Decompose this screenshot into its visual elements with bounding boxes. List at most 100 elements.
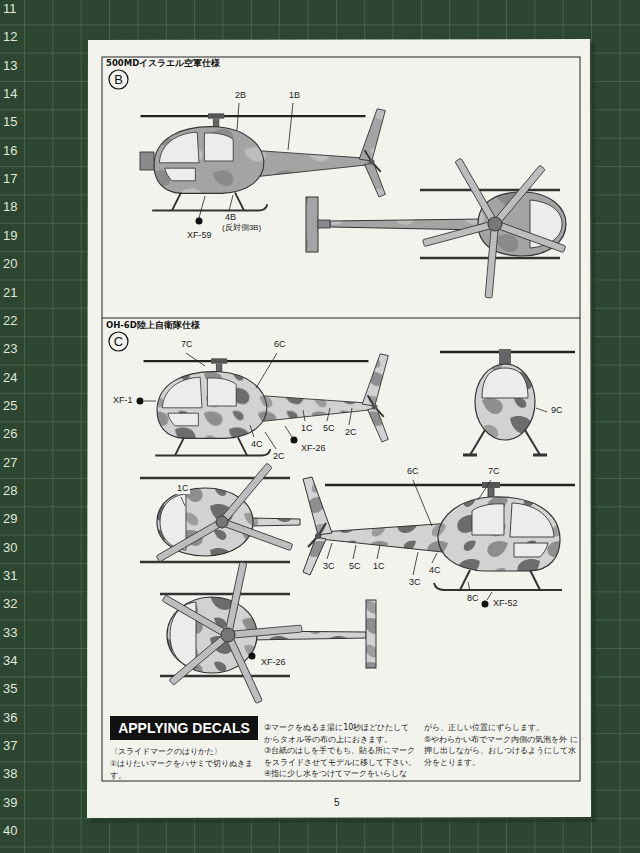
rotor-blade [423,222,492,247]
leader-line [413,480,432,526]
leader-line [327,408,330,421]
paint-code: XF-26 [260,658,287,668]
ruler-number: 26 [3,427,17,441]
circle-outline [109,332,128,351]
callout-number: 8C [466,594,480,604]
ruler-number: 20 [3,257,17,271]
box-heading: APPLYING DECALS [118,721,250,735]
ruler-number: 15 [3,115,17,129]
ruler-number: 34 [3,654,17,668]
leader-line [303,410,305,421]
paint-code: XF-26 [300,444,327,454]
instruction-sheet [87,39,591,818]
ruler-number: 14 [3,87,17,101]
instruction-text: ②マークをぬるま湯に10秒ほどひたして からタオル等の布の上におきます。 [264,722,418,745]
ruler-number: 30 [3,541,17,555]
rotor-hub [221,628,235,642]
callout-number: 2C [344,428,358,438]
circle-outline [109,70,128,89]
leader-line [250,425,254,437]
paint-code: XF-1 [112,396,134,406]
skid-strut [470,430,540,455]
rotor-blade [225,520,293,551]
leader-line [377,545,380,559]
section-letter: B [114,73,123,86]
nose-sensor [140,152,154,170]
ruler-number: 17 [3,172,17,186]
rotor-blade [485,228,498,298]
callout-note: (反対側3B) [221,224,262,233]
paint-dot [291,437,298,444]
ruler-number: 19 [3,229,17,243]
ruler-number: 31 [3,569,17,583]
ruler-number: 22 [3,314,17,328]
leader-line [256,353,277,388]
callout-number: 9C [550,406,564,416]
rotor-hub [216,516,228,528]
section-circle: C [108,331,129,352]
rotor-blade [222,463,272,521]
leader-line [478,480,491,500]
ruler-number: 38 [3,767,17,781]
ruler-number: 32 [3,597,17,611]
ruler-number: 21 [3,286,17,300]
callout-number: 4C [428,566,442,576]
helicopter-bottom-view-c [160,562,376,704]
leader-lines [144,103,547,600]
ruler-number: 13 [3,59,17,73]
ruler-number: 18 [3,200,17,214]
helicopter-side-view-c-right [303,477,575,590]
tail-boom [250,518,300,526]
rotor-blade [227,637,263,703]
helicopter-front-view-c [440,349,575,455]
leader-line [413,552,418,575]
leader-line [288,103,293,150]
leader-line [199,196,205,218]
leader-line [468,582,470,591]
callout-number: 1C [176,484,190,494]
section-divider [102,318,580,319]
leader-line [536,408,547,412]
callout-number: 5C [322,424,336,434]
leader-line [353,545,356,559]
rotor-blade [232,625,302,638]
callout-number: 2C [272,452,286,462]
rotor-mast [499,349,511,365]
skid [463,454,547,457]
ruler-number: 11 [3,2,17,16]
callout-number: 6C [406,467,420,477]
paint-dot [137,398,144,405]
leader-line [181,497,185,506]
leader-line [144,401,156,402]
ruler-number: 36 [3,711,17,725]
callout-number: 1C [372,562,386,572]
instruction-heading: 〈スライドマークのはりかた〉 [110,746,222,758]
rotor-blade [498,222,566,253]
section-circle: B [108,69,129,90]
text-column: ②マークをぬるま湯に10秒ほどひたして からタオル等の布の上におきます。③台紙の… [264,722,418,780]
leader-line [229,195,233,211]
ruler-number: 27 [3,456,17,470]
paint-dot [196,218,203,225]
leader-line [237,103,239,130]
leader-line [186,353,205,366]
paint-dot [482,601,489,608]
ruler-number: 24 [3,371,17,385]
windshield [482,368,528,398]
ruler-number: 12 [3,30,17,44]
instruction-text: ④指に少し水をつけてマークをいらしな [264,768,418,780]
rotor-blade [455,158,496,222]
paint-dot [249,653,256,660]
section-letter: C [114,335,123,348]
callout-number: 7C [180,340,194,350]
callout-number: 4B [224,213,237,223]
ruler-number: 28 [3,484,17,498]
leader-line [349,408,352,425]
instruction-text: ⑤やわらかい布でマーク内側の気泡を外 に押し出しながら、おしつけるようにして水 … [424,734,578,769]
callout-number: 3C [408,578,422,588]
ruler-number: 16 [3,144,17,158]
section-title: OH-6D陸上自衛隊仕様 [106,320,200,330]
